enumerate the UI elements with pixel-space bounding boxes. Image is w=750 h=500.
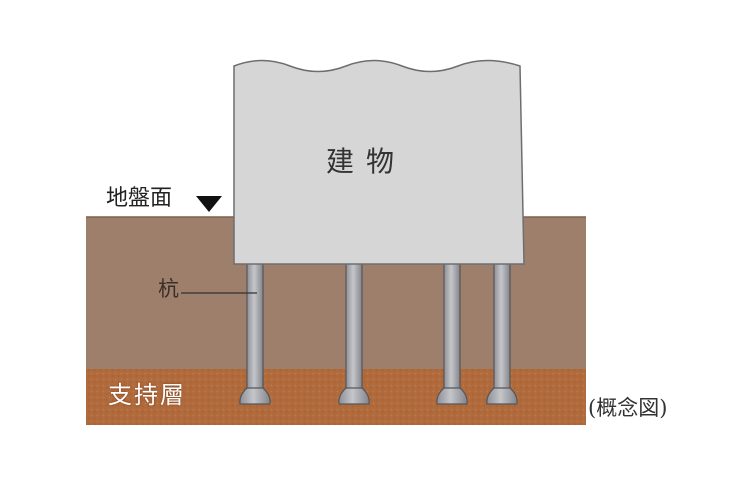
- pile: [436, 261, 468, 405]
- down-triangle-icon: [196, 196, 222, 212]
- pile-label: 杭: [158, 277, 179, 301]
- building-label: 建物: [326, 145, 407, 178]
- building-block: [233, 59, 525, 265]
- concept-note: (概念図): [588, 396, 668, 420]
- ground-surface-label: 地盤面: [106, 186, 173, 211]
- bearing-layer-label: 支持層: [108, 381, 186, 409]
